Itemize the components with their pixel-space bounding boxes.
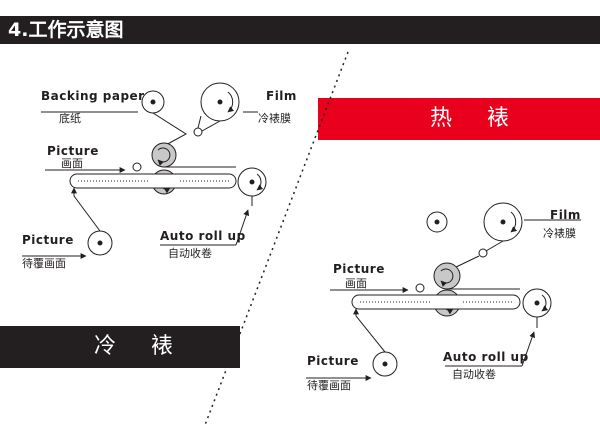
hot-lamination-banner: 热 裱 xyxy=(318,98,600,140)
hot-input-picture-roll xyxy=(372,351,398,377)
hot-conveyor-belt xyxy=(351,288,521,310)
cold-input-label: Picture xyxy=(22,233,74,247)
cold-machine xyxy=(22,82,267,259)
hot-picture-cn-label: 画面 xyxy=(345,277,367,290)
hot-lamination-title: 热 裱 xyxy=(430,106,523,131)
hot-picture-label: Picture xyxy=(333,262,385,276)
cold-film-cn-label: 冷裱膜 xyxy=(258,112,291,125)
hot-machine xyxy=(306,202,581,381)
cold-picture-cn-label: 画面 xyxy=(61,157,83,170)
input-picture-roll xyxy=(87,230,113,256)
title-bar: 4.工作示意图 xyxy=(0,16,600,44)
page-title: 4.工作示意图 xyxy=(8,19,124,41)
cold-lamination-title: 冷 裱 xyxy=(94,334,187,359)
hot-film-label: Film xyxy=(550,208,581,222)
cold-lamination-banner: 冷 裱 xyxy=(0,326,240,368)
top-nip-roller xyxy=(151,142,177,168)
cold-auto-label: Auto roll up xyxy=(160,229,246,243)
cold-picture-label: Picture xyxy=(47,144,99,158)
hot-film-roll xyxy=(483,202,523,242)
hot-top-nip-roller xyxy=(433,262,461,290)
guide-roller xyxy=(193,127,203,137)
film-roll xyxy=(200,82,240,122)
auto-rollup-roll xyxy=(237,167,267,206)
backing-paper-label: Backing paper xyxy=(41,89,145,103)
section-divider xyxy=(204,51,349,425)
hot-auto-cn-label: 自动收卷 xyxy=(452,367,496,381)
cold-auto-cn-label: 自动收卷 xyxy=(168,246,212,260)
hot-auto-rollup-roll xyxy=(522,288,552,328)
cold-input-cn-label: 待覆画面 xyxy=(22,256,66,270)
backing-paper-cn-label: 底纸 xyxy=(59,111,81,125)
hot-guide-roller xyxy=(478,248,488,258)
hot-small-roll xyxy=(426,211,448,233)
conveyor-belt xyxy=(69,166,237,189)
backing-paper-roll xyxy=(141,90,165,114)
hot-auto-label: Auto roll up xyxy=(443,350,529,364)
hot-input-cn-label: 待覆画面 xyxy=(307,378,351,392)
hot-input-label: Picture xyxy=(307,354,359,368)
cold-film-label: Film xyxy=(266,89,297,103)
hot-film-cn-label: 冷裱膜 xyxy=(543,227,576,240)
